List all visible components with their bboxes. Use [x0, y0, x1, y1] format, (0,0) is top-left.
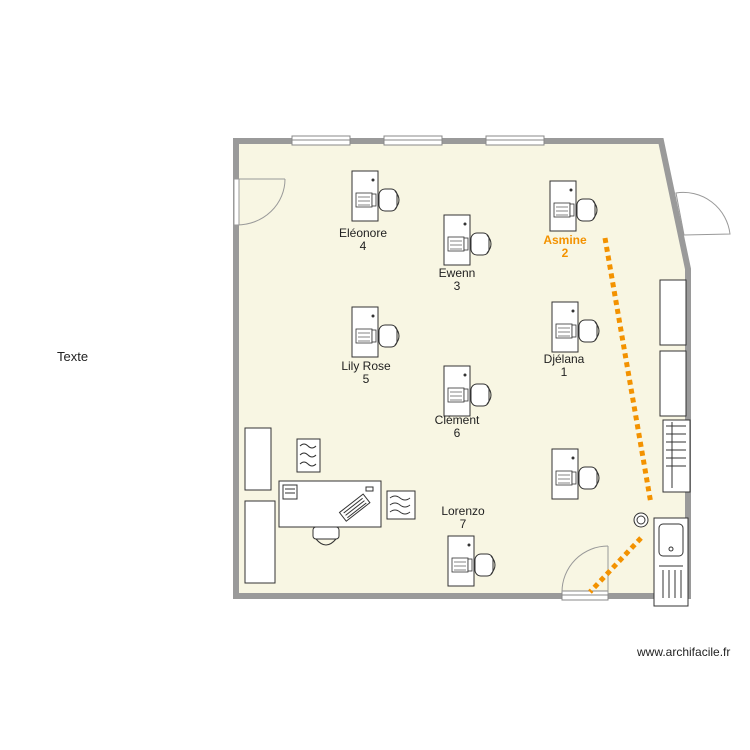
label-lorenzo: Lorenzo 7: [441, 505, 484, 531]
window-3: [485, 135, 545, 146]
credit-text: www.archifacile.fr: [637, 645, 731, 659]
student-name: Clément: [434, 413, 480, 427]
student-name: Djélana: [543, 352, 585, 366]
right-cabinets: [659, 279, 691, 493]
label-eleonore: Eléonore 4: [339, 227, 387, 253]
drain-icon: [633, 512, 649, 528]
window-2: [383, 135, 443, 146]
window-1: [291, 135, 351, 146]
shelf-wavy-2: [386, 490, 416, 520]
student-name: Asmine: [543, 233, 587, 247]
student-name: Lorenzo: [441, 504, 485, 518]
free-text-label: Texte: [57, 349, 89, 364]
label-clement: Clément 6: [435, 414, 480, 440]
student-number: 3: [453, 279, 461, 293]
student-number: 4: [359, 239, 367, 253]
student-number: 1: [560, 365, 568, 379]
student-name: Lily Rose: [341, 359, 391, 373]
student-name: Ewenn: [438, 266, 476, 280]
student-name: Eléonore: [338, 226, 388, 240]
label-lily-rose: Lily Rose 5: [341, 360, 390, 386]
door-top-left: [233, 178, 286, 226]
window-bottom: [561, 590, 609, 601]
shelf-wavy-1: [296, 438, 321, 473]
student-number: 5: [362, 372, 370, 386]
label-ewenn: Ewenn 3: [439, 267, 476, 293]
door-right: [675, 191, 731, 236]
student-number: 2: [561, 246, 569, 260]
student-number: 6: [453, 426, 461, 440]
student-number: 7: [459, 517, 467, 531]
sink: [653, 517, 689, 607]
label-djelana: Djélana 1: [544, 353, 585, 379]
label-asmine: Asmine 2: [543, 234, 586, 260]
orange-dotted-path-2: [588, 536, 643, 594]
teacher-desk: [278, 480, 382, 546]
left-cabinets: [244, 427, 276, 584]
